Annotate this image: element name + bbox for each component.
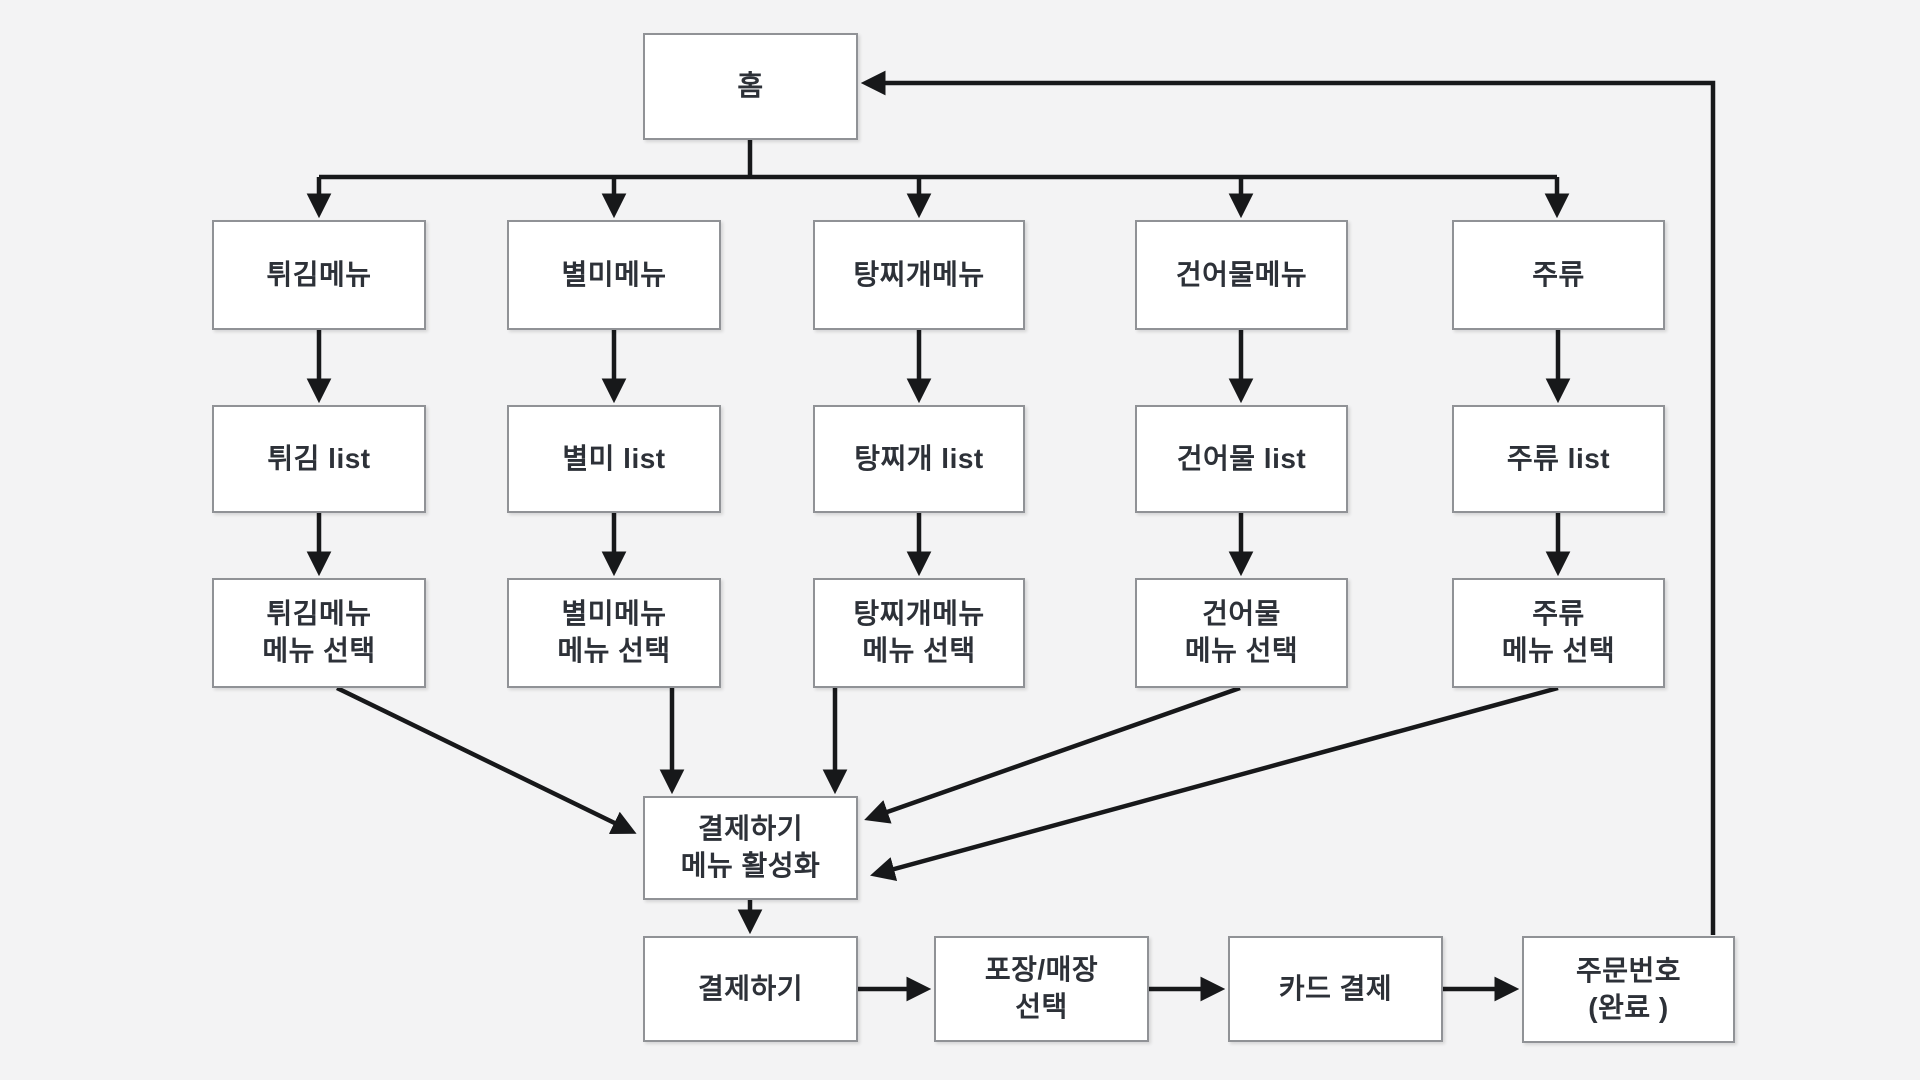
node-liquor-list: 주류 list [1452, 405, 1665, 513]
node-special-select: 별미메뉴 메뉴 선택 [507, 578, 721, 688]
node-package-store: 포장/매장 선택 [934, 936, 1149, 1042]
node-special-menu: 별미메뉴 [507, 220, 721, 330]
node-home: 홈 [643, 33, 858, 140]
node-dried-list: 건어물 list [1135, 405, 1348, 513]
node-stew-menu: 탕찌개메뉴 [813, 220, 1025, 330]
node-fried-select: 튀김메뉴 메뉴 선택 [212, 578, 426, 688]
node-liquor-menu: 주류 [1452, 220, 1665, 330]
node-dried-select: 건어물 메뉴 선택 [1135, 578, 1348, 688]
node-checkout: 결제하기 [643, 936, 858, 1042]
node-dried-menu: 건어물메뉴 [1135, 220, 1348, 330]
node-checkout-activate: 결제하기 메뉴 활성화 [643, 796, 858, 900]
node-order-number: 주문번호 (완료 ) [1522, 936, 1735, 1043]
node-stew-select: 탕찌개메뉴 메뉴 선택 [813, 578, 1025, 688]
node-card-payment: 카드 결제 [1228, 936, 1443, 1042]
node-fried-list: 튀김 list [212, 405, 426, 513]
edge-liquor-select-to-activate [870, 685, 1559, 882]
node-stew-list: 탕찌개 list [813, 405, 1025, 513]
edge-fried-select-to-activate [336, 685, 637, 835]
node-liquor-select: 주류 메뉴 선택 [1452, 578, 1665, 688]
node-special-list: 별미 list [507, 405, 721, 513]
node-fried-menu: 튀김메뉴 [212, 220, 426, 330]
edge-dried-select-to-activate [864, 685, 1241, 824]
